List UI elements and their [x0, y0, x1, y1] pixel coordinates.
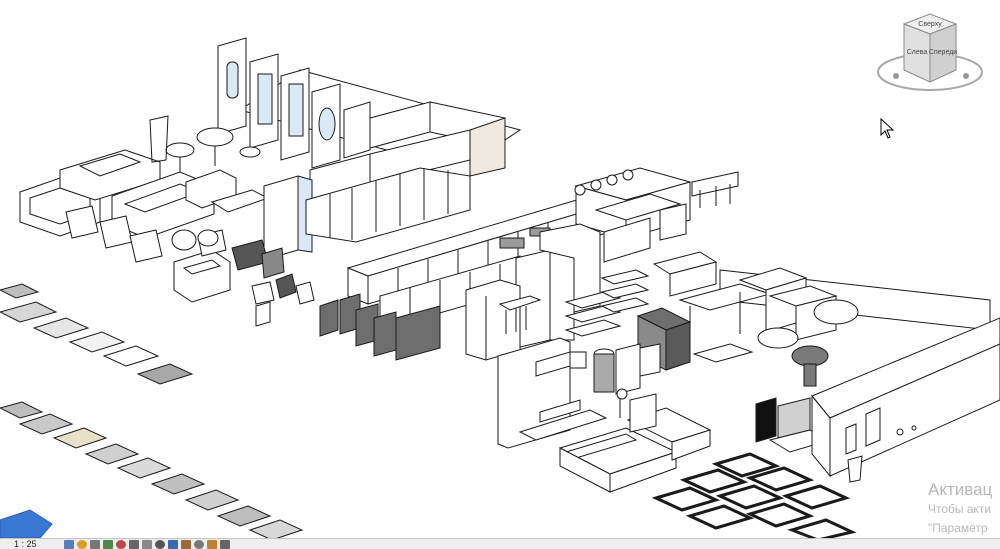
analysis-icon[interactable]: [181, 539, 191, 549]
view-cube-left-label: Слева: [907, 49, 928, 56]
bathroom-group: [497, 337, 832, 453]
view-control-icons: [64, 539, 233, 549]
view-cube-front-label: Спереди: [929, 49, 957, 56]
show-crop-icon[interactable]: [116, 539, 126, 549]
sofas-group: [19, 149, 270, 239]
visual-style-icon[interactable]: [64, 539, 74, 549]
worksets-icon[interactable]: [194, 539, 204, 549]
compass-marker-icon[interactable]: [893, 73, 899, 79]
ceiling-frames-group: [651, 452, 857, 540]
compass-marker-icon[interactable]: [963, 73, 969, 79]
crop-view-icon[interactable]: [103, 539, 113, 549]
view-control-bar: 1 : 25: [0, 538, 1000, 549]
view-cube[interactable]: Сверху Слева Спереди: [874, 6, 986, 106]
kitchen-island-group: [574, 167, 692, 263]
beds-group: [558, 393, 712, 493]
render-icon[interactable]: [168, 539, 178, 549]
shadows-icon[interactable]: [90, 539, 100, 549]
reveal-hidden-icon[interactable]: [142, 539, 152, 549]
small-decor-group: [498, 171, 739, 418]
doors-group: [217, 37, 371, 169]
sun-path-icon[interactable]: [77, 539, 87, 549]
tv-panels-group: [319, 293, 692, 371]
desks-group: [678, 267, 859, 387]
right-wall-group: [811, 317, 1000, 483]
kitchen-cabinets-group: [346, 195, 612, 331]
wardrobes-group: [465, 223, 601, 361]
view-scale[interactable]: 1 : 25: [14, 539, 37, 549]
mouse-cursor-icon: [880, 117, 896, 140]
shelving-group: [564, 251, 718, 337]
view-cube-top-label: Сверху: [918, 21, 942, 28]
constraints-icon[interactable]: [220, 539, 230, 549]
office-chairs-group: [231, 239, 315, 327]
upper-cabinets-group: [263, 101, 506, 261]
view-cube-front-face[interactable]: [929, 23, 957, 83]
temporary-hide-icon[interactable]: [129, 539, 139, 549]
round-tables-group: [149, 115, 261, 251]
highlight-icon[interactable]: [207, 539, 217, 549]
floor-tiles-group: [0, 283, 304, 540]
lock-view-icon[interactable]: [155, 539, 165, 549]
